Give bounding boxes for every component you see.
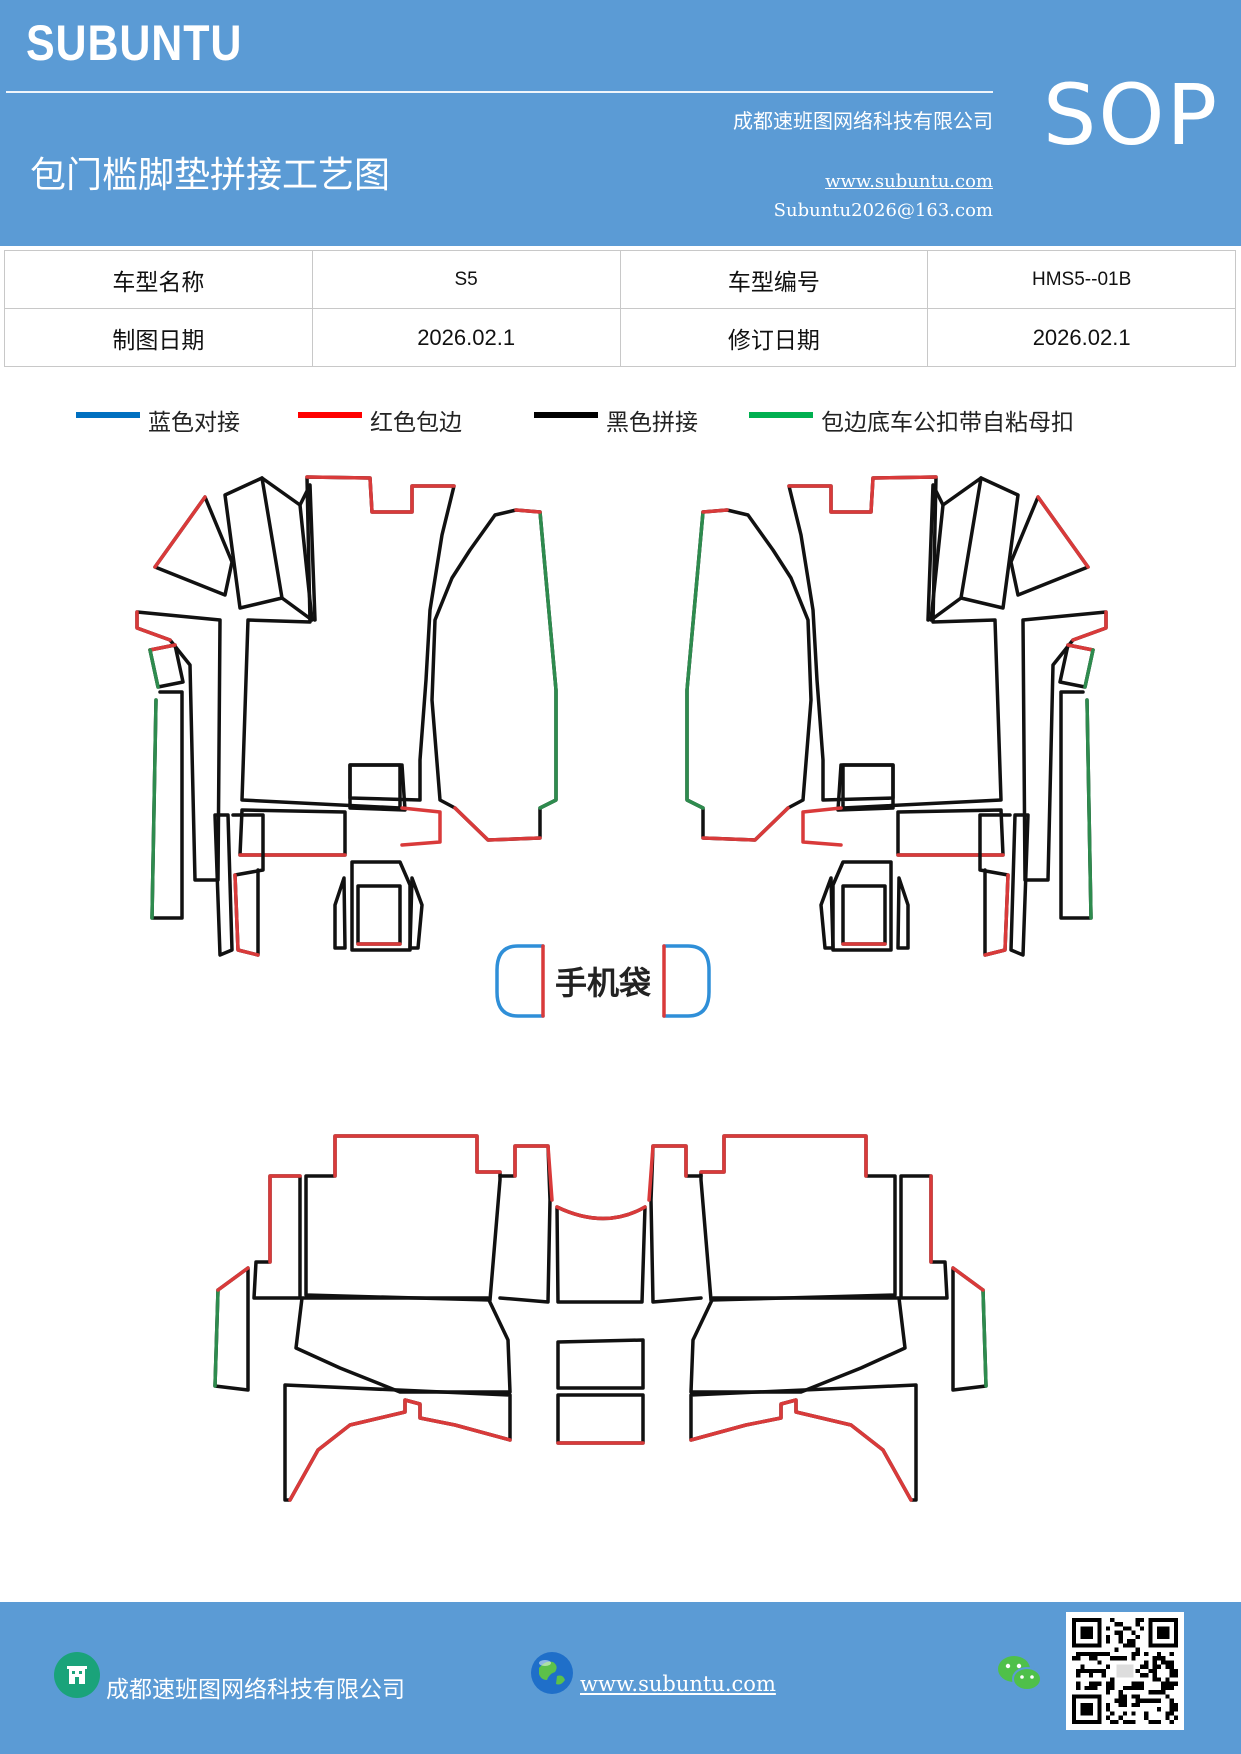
rear-center-block-1 [556,1338,645,1390]
draw-date-value: 2026.02.1 [311,308,621,367]
left-console-block [348,763,407,812]
page-footer: 成都速班图网络科技有限公司 www.subuntu.com [0,1602,1241,1754]
rear-left-narrow [252,1174,302,1300]
header-website-link[interactable]: www.subuntu.com [825,171,993,192]
wechat-icon[interactable] [996,1652,1044,1696]
left-door-panel-red [453,806,542,842]
left-small-tab-green [148,648,160,689]
left-pedal-ear-l [333,876,347,950]
legend-item-red: 红色包边 [298,400,462,440]
revise-date-label: 修订日期 [619,308,929,367]
left-side-panel-red [135,610,172,642]
left-door-panel-green [538,510,558,810]
globe-icon [529,1650,575,1696]
rear-mat-group [213,1134,647,1502]
header-company-name: 成都速班图网络科技有限公司 [733,109,993,133]
draw-date-label: 制图日期 [4,308,313,367]
left-small-tab-red [148,643,177,652]
color-legend: 蓝色对接 红色包边 黑色拼接 包边底车公扣带自粘母扣 [0,400,1241,440]
left-wedge-outer-red [153,495,207,569]
revise-date-value: 2026.02.1 [927,308,1236,367]
sop-badge: SOP [1043,66,1220,164]
rear-left-arch-red [288,1398,512,1502]
model-name-label: 车型名称 [4,250,313,309]
qr-code [1066,1612,1184,1730]
header-email: Subuntu2026@163.com [773,200,993,221]
legend-label: 包边底车公扣带自粘母扣 [821,410,1074,436]
left-lower-long [213,813,234,957]
legend-swatch-blue [76,412,140,418]
rear-left-mid-tab [498,1144,552,1304]
phone-bag-right-blue [662,944,711,1018]
rear-center-tunnel-red [555,1205,647,1221]
legend-swatch-red [298,412,362,418]
phone-bag-label: 手机袋 [555,964,651,1002]
legend-swatch-green [749,412,813,418]
building-icon [54,1652,100,1698]
legend-item-blue: 蓝色对接 [76,400,240,440]
table-row: 制图日期 2026.02.1 修订日期 2026.02.1 [4,308,1236,367]
left-lower-strip-2-red [233,873,260,957]
left-wedge-4 [298,483,317,622]
right-front-mat-group [685,475,1108,957]
rear-left-arch [283,1383,512,1502]
rear-left-side [213,1266,250,1392]
floor-mat-diagram: 手机袋 [135,475,1108,1502]
legend-label: 红色包边 [370,410,462,436]
legend-swatch-black [534,412,598,418]
left-pedal-ear-r [408,876,424,950]
phone-bag-group [495,944,711,1018]
rear-left-big-mat-red [333,1134,502,1178]
legend-label: 黑色拼接 [606,410,698,436]
model-code-label: 车型编号 [619,250,929,309]
header-divider [6,91,993,93]
rear-left-trap [294,1296,512,1394]
legend-item-black: 黑色拼接 [534,400,698,440]
model-code-value: HMS5--01B [927,250,1236,309]
rear-mat-group-right [647,1134,988,1502]
table-row: 车型名称 S5 车型编号 HMS5--01B [4,250,1236,309]
vehicle-info-table: 车型名称 S5 车型编号 HMS5--01B 制图日期 2026.02.1 修订… [4,250,1236,367]
page-header: SUBUNTU 成都速班图网络科技有限公司 包门槛脚垫拼接工艺图 www.sub… [0,0,1241,246]
left-door-panel [430,508,558,842]
left-main-mat [240,475,456,810]
rear-center-tunnel [555,1205,647,1304]
left-long-strip-green [150,698,158,920]
legend-label: 蓝色对接 [148,410,240,436]
document-title: 包门槛脚垫拼接工艺图 [30,155,391,196]
left-front-mat-group [135,475,558,957]
rear-left-mid-tab-red [513,1144,554,1202]
rear-left-side-red [216,1266,250,1292]
left-door-panel-red-top [514,508,542,514]
left-main-mat-red-top [305,475,456,514]
brand-logo: SUBUNTU [26,15,243,71]
rear-center-block-2 [556,1393,645,1445]
rear-left-side-green [213,1288,220,1388]
model-name-value: S5 [311,250,621,309]
left-wedge-2 [223,476,284,610]
left-console-notch [400,806,442,847]
footer-website-link[interactable]: www.subuntu.com [580,1672,776,1696]
phone-bag-left-blue [495,944,545,1018]
footer-company-name: 成都速班图网络科技有限公司 [106,1677,405,1703]
left-wedge-3 [260,476,314,622]
legend-item-green: 包边底车公扣带自粘母扣 [749,400,1074,440]
rear-left-narrow-red [268,1174,302,1264]
left-pedal-inner [356,884,402,946]
